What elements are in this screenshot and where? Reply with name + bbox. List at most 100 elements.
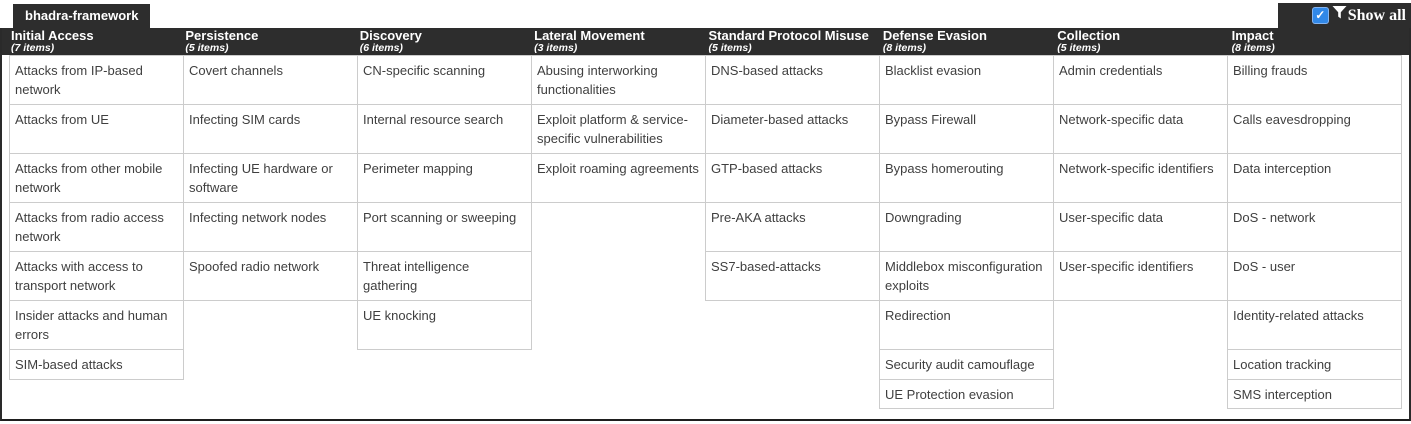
technique-cell[interactable]: Identity-related attacks <box>1227 300 1402 350</box>
technique-cell[interactable]: CN-specific scanning <box>357 55 532 105</box>
column-header-defense-evasion[interactable]: Defense Evasion(8 items) <box>881 29 1055 55</box>
column-item-count: (5 items) <box>708 42 752 54</box>
empty-cell <box>1054 380 1228 409</box>
technique-cell[interactable]: Attacks from UE <box>9 104 184 154</box>
column-header-standard-protocol-misuse[interactable]: Standard Protocol Misuse(5 items) <box>707 29 881 55</box>
empty-cell <box>532 380 706 409</box>
empty-cell <box>532 350 706 380</box>
technique-cell[interactable]: UE Protection evasion <box>879 379 1054 409</box>
technique-cell[interactable]: DoS - user <box>1227 251 1402 301</box>
column-header-initial-access[interactable]: Initial Access(7 items) <box>9 29 183 55</box>
empty-cell <box>184 350 358 380</box>
column-header-discovery[interactable]: Discovery(6 items) <box>358 29 532 55</box>
empty-cell <box>532 252 706 301</box>
technique-cell[interactable]: Middlebox misconfiguration exploits <box>879 251 1054 301</box>
technique-cell[interactable]: User-specific identifiers <box>1053 251 1228 301</box>
technique-cell[interactable]: Data interception <box>1227 153 1402 203</box>
column-item-count: (8 items) <box>1231 42 1275 54</box>
column-name: Initial Access <box>11 29 94 43</box>
technique-cell[interactable]: Perimeter mapping <box>357 153 532 203</box>
column-item-count: (5 items) <box>1057 42 1101 54</box>
column-item-count: (6 items) <box>359 42 403 54</box>
technique-cell[interactable]: Attacks with access to transport network <box>9 251 184 301</box>
column-name: Standard Protocol Misuse <box>708 29 869 43</box>
technique-cell[interactable]: Downgrading <box>879 202 1054 252</box>
technique-cell[interactable]: Covert channels <box>183 55 358 105</box>
empty-cell <box>184 380 358 409</box>
matrix-panel: Initial Access(7 items)Persistence(5 ite… <box>0 28 1411 421</box>
column-header-collection[interactable]: Collection(5 items) <box>1055 29 1229 55</box>
technique-cell[interactable]: Infecting UE hardware or software <box>183 153 358 203</box>
technique-cell[interactable]: Redirection <box>879 300 1054 350</box>
technique-cell[interactable]: Insider attacks and human errors <box>9 300 184 350</box>
technique-cell[interactable]: Calls eavesdropping <box>1227 104 1402 154</box>
empty-cell <box>532 203 706 252</box>
technique-cell[interactable]: User-specific data <box>1053 202 1228 252</box>
technique-cell[interactable]: UE knocking <box>357 300 532 350</box>
technique-cell[interactable]: Exploit platform & service-specific vuln… <box>531 104 706 154</box>
column-item-count: (7 items) <box>11 42 55 54</box>
technique-cell[interactable]: Internal resource search <box>357 104 532 154</box>
technique-cell[interactable]: Spoofed radio network <box>183 251 358 301</box>
show-all-label: Show all <box>1347 6 1406 24</box>
matrix-row: Attacks with access to transport network… <box>9 251 1402 301</box>
technique-cell[interactable]: Attacks from IP-based network <box>9 55 184 105</box>
matrix-column-headers: Initial Access(7 items)Persistence(5 ite… <box>2 28 1409 55</box>
column-name: Defense Evasion <box>882 29 987 43</box>
empty-cell <box>10 380 184 409</box>
filter-funnel-icon <box>1332 6 1347 25</box>
empty-cell <box>532 301 706 350</box>
column-name: Discovery <box>359 29 422 43</box>
column-name: Lateral Movement <box>534 29 645 43</box>
technique-cell[interactable]: Network-specific data <box>1053 104 1228 154</box>
technique-cell[interactable]: Billing frauds <box>1227 55 1402 105</box>
technique-cell[interactable]: Bypass Firewall <box>879 104 1054 154</box>
tab-bar: bhadra-framework ✓ Show all <box>0 3 1411 28</box>
empty-cell <box>706 301 880 350</box>
column-item-count: (5 items) <box>185 42 229 54</box>
technique-cell[interactable]: Network-specific identifiers <box>1053 153 1228 203</box>
technique-cell[interactable]: Abusing interworking functionalities <box>531 55 706 105</box>
column-name: Persistence <box>185 29 259 43</box>
technique-cell[interactable]: Location tracking <box>1227 349 1402 380</box>
empty-cell <box>706 380 880 409</box>
technique-cell[interactable]: Admin credentials <box>1053 55 1228 105</box>
technique-cell[interactable]: SS7-based-attacks <box>705 251 880 301</box>
column-name: Impact <box>1231 29 1274 43</box>
empty-cell <box>1054 301 1228 350</box>
technique-cell[interactable]: Infecting network nodes <box>183 202 358 252</box>
empty-cell <box>358 380 532 409</box>
matrix-row: Insider attacks and human errors UE knock… <box>9 300 1402 350</box>
technique-cell[interactable]: Pre-AKA attacks <box>705 202 880 252</box>
column-item-count: (8 items) <box>882 42 927 54</box>
technique-cell[interactable]: Exploit roaming agreements <box>531 153 706 203</box>
technique-cell[interactable]: GTP-based attacks <box>705 153 880 203</box>
technique-cell[interactable]: SIM-based attacks <box>9 349 184 380</box>
technique-cell[interactable]: Diameter-based attacks <box>705 104 880 154</box>
show-all-checkbox[interactable]: ✓ <box>1311 7 1329 24</box>
column-item-count: (3 items) <box>534 42 578 54</box>
show-all-control[interactable]: ✓ Show all <box>1277 3 1411 28</box>
tab-bhadra-framework[interactable]: bhadra-framework <box>13 4 151 28</box>
technique-cell[interactable]: Attacks from other mobile network <box>9 153 184 203</box>
technique-cell[interactable]: DNS-based attacks <box>705 55 880 105</box>
technique-cell[interactable]: Port scanning or sweeping <box>357 202 532 252</box>
technique-cell[interactable]: Security audit camouflage <box>879 349 1054 380</box>
technique-cell[interactable]: Bypass homerouting <box>879 153 1054 203</box>
technique-cell[interactable]: Blacklist evasion <box>879 55 1054 105</box>
technique-cell[interactable]: Attacks from radio access network <box>9 202 184 252</box>
column-header-persistence[interactable]: Persistence(5 items) <box>183 29 357 55</box>
technique-cell[interactable]: SMS interception <box>1227 379 1402 409</box>
column-header-lateral-movement[interactable]: Lateral Movement(3 items) <box>532 29 706 55</box>
empty-cell <box>358 350 532 380</box>
technique-cell[interactable]: Infecting SIM cards <box>183 104 358 154</box>
empty-cell <box>184 301 358 350</box>
technique-cell[interactable]: DoS - network <box>1227 202 1402 252</box>
column-header-impact[interactable]: Impact(8 items) <box>1230 29 1404 55</box>
technique-cell[interactable]: Threat intelligence gathering <box>357 251 532 301</box>
